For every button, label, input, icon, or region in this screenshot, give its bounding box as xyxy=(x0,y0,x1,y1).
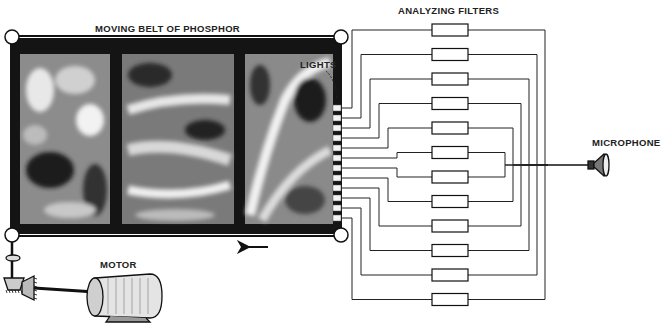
wire xyxy=(468,165,548,177)
direction-arrow xyxy=(248,246,268,248)
label-text: MOTOR xyxy=(100,260,137,270)
gear-tooth xyxy=(18,290,19,293)
wire xyxy=(341,55,432,119)
gear-tooth xyxy=(9,290,10,293)
light xyxy=(333,215,341,221)
wires xyxy=(341,30,548,300)
light xyxy=(333,165,341,171)
gear-tooth xyxy=(15,290,16,293)
analyzing-filter-boxes xyxy=(432,24,468,306)
light xyxy=(333,105,341,111)
light xyxy=(333,175,341,181)
motor-fin xyxy=(140,278,141,314)
gear-tooth xyxy=(21,290,22,293)
light-column xyxy=(333,105,341,221)
filter-box xyxy=(432,24,468,36)
light xyxy=(333,135,341,141)
wire xyxy=(468,104,548,166)
gear-tooth xyxy=(34,282,37,283)
wire xyxy=(341,30,432,108)
filter-box xyxy=(432,245,468,257)
motor-fin xyxy=(124,278,125,314)
wire xyxy=(468,30,548,165)
light xyxy=(333,205,341,211)
filter-box xyxy=(432,49,468,61)
gear-tooth xyxy=(6,290,7,293)
gear-tooth xyxy=(34,290,37,291)
wire xyxy=(341,128,432,148)
wire xyxy=(341,218,432,300)
wire xyxy=(341,168,432,177)
wire xyxy=(468,79,548,165)
gear-teeth xyxy=(6,278,37,299)
filter-box xyxy=(432,147,468,159)
filter-box xyxy=(432,220,468,232)
label-text: ANALYZING FILTERS xyxy=(398,6,499,16)
gear-tooth xyxy=(34,294,37,295)
wire xyxy=(341,188,432,226)
belt-rollers xyxy=(5,30,348,242)
wire xyxy=(468,165,548,275)
wire xyxy=(468,165,548,202)
motor-fins xyxy=(108,278,148,314)
wire xyxy=(468,55,548,166)
gear-tooth xyxy=(34,278,37,279)
spectrogram-panels xyxy=(20,54,333,224)
filter-box xyxy=(432,73,468,85)
filter-box xyxy=(432,294,468,306)
light xyxy=(333,195,341,201)
filter-box xyxy=(432,122,468,134)
light xyxy=(333,185,341,191)
microphone-symbol xyxy=(548,154,609,176)
filter-box xyxy=(432,269,468,281)
wire xyxy=(468,165,548,300)
wire xyxy=(468,153,548,166)
wire xyxy=(341,104,432,139)
wire xyxy=(341,208,432,275)
motor-fin xyxy=(132,278,133,314)
filter-box xyxy=(432,196,468,208)
leader-line xyxy=(326,71,337,100)
wire xyxy=(468,165,548,251)
motor-fin xyxy=(108,278,109,314)
gear-tooth xyxy=(34,298,37,299)
filter-box xyxy=(432,98,468,110)
motor-drive xyxy=(4,242,162,322)
light xyxy=(333,115,341,121)
wire xyxy=(341,153,432,159)
wire xyxy=(341,198,432,251)
wire xyxy=(468,128,548,165)
light xyxy=(333,155,341,161)
wire xyxy=(468,165,548,226)
light xyxy=(333,145,341,151)
motor-fin xyxy=(148,278,149,314)
gear-tooth xyxy=(12,290,13,293)
motor-fin xyxy=(116,278,117,314)
gear-tooth xyxy=(34,286,37,287)
label-text: MICROPHONE xyxy=(592,138,660,148)
label-text: LIGHTS xyxy=(300,60,337,70)
label-text: MOVING BELT OF PHOSPHOR xyxy=(95,24,240,34)
light xyxy=(333,125,341,131)
phosphor-belt xyxy=(8,36,344,236)
filter-box xyxy=(432,171,468,183)
